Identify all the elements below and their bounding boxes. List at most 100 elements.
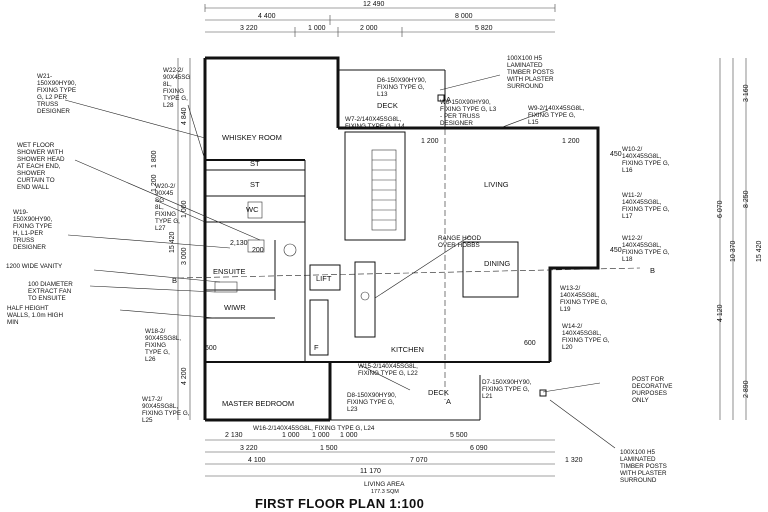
room-ensuite: ENSUITE: [213, 267, 246, 276]
note-line: RANGE HOOD: [438, 235, 481, 242]
note-w10: W10-2/140X45SG8L,FIXING TYPE G,L16: [622, 146, 670, 174]
ensuite-dim-b: 200: [252, 247, 264, 254]
dim-left-c: 1 200: [151, 174, 158, 192]
note-line: W9-2/140X45SG8L,: [528, 105, 585, 112]
dim-right-g: 2 890: [743, 380, 750, 398]
dim-bottom-r1-5: 5 500: [450, 432, 468, 439]
note-line: FIXING TYPE G,: [562, 337, 610, 344]
note-line: 8L,: [163, 81, 172, 88]
room-deck-bottom: DECK: [428, 388, 449, 397]
room-deck-top: DECK: [377, 101, 398, 110]
note-line: TIMBER POSTS: [507, 69, 554, 76]
note-line: D7-150X90HY90,: [482, 379, 532, 386]
note-line: 8L,: [155, 204, 164, 211]
note-line: L25: [142, 417, 153, 424]
note-line: FIXING TYPE G,: [622, 249, 670, 256]
note-line: W17-2/: [142, 396, 163, 403]
note-line: FIXING TYPE G,: [377, 84, 425, 91]
room-kitchen: KITCHEN: [391, 345, 424, 354]
note-line: 1200 WIDE VANITY: [6, 263, 63, 270]
left-dimensions: 4 840 1 800 1 200 1 000 3 000 15 420 4 2…: [151, 58, 191, 420]
note-line: W8-150X90HY90,: [440, 99, 491, 106]
section-marker-b-right: B: [650, 266, 655, 275]
bottom-dimensions: 2 130 1 000 1 000 1 000 5 500 3 220 1 50…: [205, 432, 583, 495]
note-line: SHOWER HEAD: [17, 156, 65, 163]
note-line: EXTRACT FAN: [28, 288, 72, 295]
dim-bottom-r1-1: 2 130: [225, 432, 243, 439]
dim-top-b4: 5 820: [475, 25, 493, 32]
dim-bottom-r3-1: 4 100: [248, 457, 266, 464]
note-d6: D6-150X90HY90,FIXING TYPE G,L13: [377, 77, 427, 98]
dim-right-d: 10 370: [730, 240, 737, 262]
note-line: TO ENSUITE: [28, 295, 66, 302]
note-line: 140X45SG8L,: [622, 153, 662, 160]
note-vanity: 1200 WIDE VANITY: [6, 263, 63, 270]
note-line: DESIGNER: [37, 108, 70, 115]
note-line: 90X45SG8L,: [145, 335, 181, 342]
note-line: W16-2/140X45SG8L, FIXING TYPE G, L24: [253, 425, 375, 432]
note-line: FIXING: [145, 342, 166, 349]
room-lift: LIFT: [316, 274, 332, 283]
dim-bottom-r3-3: 1 320: [565, 457, 583, 464]
note-line: W7-2/140X45SG8L,: [345, 116, 402, 123]
note-line: OVER HOBBS: [438, 242, 480, 249]
note-line: TYPE G,: [163, 95, 188, 102]
note-line: W13-2/: [560, 285, 581, 292]
note-d8: D8-150X90HY90,FIXING TYPE G,L23: [347, 392, 397, 413]
note-line: TYPE G,: [155, 218, 180, 225]
note-line: W18-2/: [145, 328, 166, 335]
note-line: FIXING TYPE G,: [482, 386, 530, 393]
note-line: L20: [562, 344, 573, 351]
dim-right-c: 8 250: [743, 190, 750, 208]
note-line: LAMINATED: [620, 456, 656, 463]
dim-top-b3: 2 000: [360, 25, 378, 32]
note-line: SHOWER: [17, 170, 46, 177]
note-line: 140X45SG8L,: [562, 330, 602, 337]
note-line: FIXING TYPE G,: [560, 299, 608, 306]
note-line: W22-2/: [163, 67, 184, 74]
note-line: AT EACH END,: [17, 163, 61, 170]
note-line: L13: [377, 91, 388, 98]
note-line: 100X100 H5: [620, 449, 656, 456]
section-marker-a-bottom: A: [446, 397, 451, 406]
note-line: LAMINATED: [507, 62, 543, 69]
center-notes: D6-150X90HY90,FIXING TYPE G,L13 W8-150X9…: [253, 77, 532, 432]
note-w13: W13-2/140X45SG8L,FIXING TYPE G,L19: [560, 285, 608, 313]
note-line: 150X90HY90,: [13, 216, 52, 223]
note-line: TRUSS: [37, 101, 58, 108]
note-line: WITH PLASTER: [620, 470, 667, 477]
note-line: END WALL: [17, 184, 49, 191]
note-line: D6-150X90HY90,: [377, 77, 427, 84]
room-whiskey: WHISKEY ROOM: [222, 133, 282, 142]
dim-top-a2: 8 000: [455, 13, 473, 20]
building-walls: [177, 56, 641, 422]
note-line: L17: [622, 213, 633, 220]
room-living: LIVING: [484, 180, 509, 189]
note-line: W12-2/: [622, 235, 643, 242]
dim-right-b: 6 070: [717, 200, 724, 218]
room-wiwr: WIWR: [224, 303, 246, 312]
note-line: 90X45SG8L,: [142, 403, 178, 410]
note-line: MIN: [7, 319, 19, 326]
dim-right-e: 15 420: [756, 240, 763, 262]
dim-inner-1200a: 1 200: [421, 138, 439, 145]
room-labels: WHISKEY ROOM ST ST WC 2,130 200 ENSUITE …: [172, 95, 655, 408]
note-line: FIXING TYPE G, L22: [358, 370, 418, 377]
room-dining: DINING: [484, 259, 510, 268]
note-w8: W8-150X90HY90,FIXING TYPE G, L3- PER TRU…: [440, 99, 497, 127]
dim-inner-450b: 450: [610, 247, 622, 254]
note-line: SHOWER WITH: [17, 149, 64, 156]
note-line: L27: [155, 225, 166, 232]
room-st-1: ST: [250, 159, 260, 168]
note-d7: D7-150X90HY90,FIXING TYPE G,L21: [482, 379, 532, 400]
note-line: DESIGNER: [13, 244, 46, 251]
dim-right-f: 4 120: [717, 304, 724, 322]
